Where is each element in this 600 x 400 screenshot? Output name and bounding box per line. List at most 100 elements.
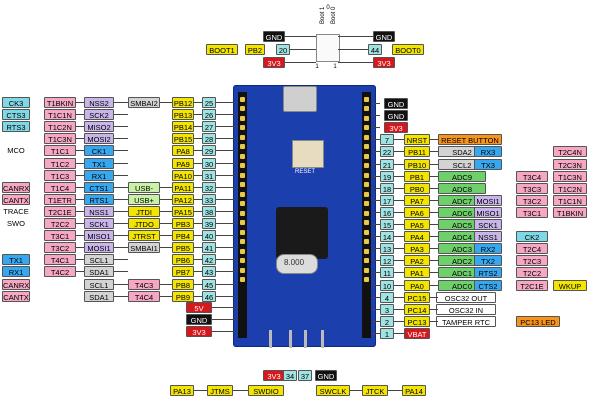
pin-number: 30 bbox=[202, 158, 216, 169]
pin-number: 46 bbox=[202, 291, 216, 302]
timer-label: T2C2 bbox=[516, 267, 548, 278]
alt-func-label: CK3 bbox=[2, 97, 30, 108]
connector-line bbox=[430, 297, 438, 298]
pin-name: PA0 bbox=[404, 280, 430, 291]
connector-line bbox=[194, 259, 202, 260]
pin-number: 31 bbox=[202, 170, 216, 181]
pin-number: 27 bbox=[202, 121, 216, 132]
timer-label: T1C3 bbox=[44, 170, 76, 181]
pin-name: PB13 bbox=[172, 109, 194, 120]
pin-number: 32 bbox=[202, 182, 216, 193]
connector-line bbox=[388, 390, 402, 391]
connector-line bbox=[160, 102, 172, 103]
pin-name: PA8 bbox=[172, 145, 194, 156]
pin-number: 17 bbox=[380, 195, 394, 206]
connector-line bbox=[76, 235, 84, 236]
extra-func-label: USB+ bbox=[128, 194, 160, 205]
comm-label: MOSI2 bbox=[84, 133, 114, 144]
extra-func-label: USB- bbox=[128, 182, 160, 193]
bottom-pin-label: 37 bbox=[298, 370, 312, 381]
comm-label: MOSI1 bbox=[474, 195, 502, 206]
comm-label: RX2 bbox=[474, 243, 502, 254]
connector-line bbox=[194, 102, 202, 103]
pin-number: 29 bbox=[202, 145, 216, 156]
connector-line bbox=[371, 248, 380, 249]
pin-name: PA13 bbox=[170, 385, 194, 396]
connector-line bbox=[216, 296, 238, 297]
pin-name: PC15 bbox=[404, 292, 430, 303]
comm-label: MOSI1 bbox=[84, 242, 114, 253]
connector-line bbox=[114, 187, 128, 188]
connector-line bbox=[216, 102, 238, 103]
pin-number: 42 bbox=[202, 254, 216, 265]
connector-line bbox=[76, 259, 84, 260]
comm-label: RX1 bbox=[84, 170, 114, 181]
alt-func-label: CTS3 bbox=[2, 109, 30, 120]
comm-label: SCK1 bbox=[474, 219, 502, 230]
alt-func-label: TRACE bbox=[3, 207, 29, 216]
pin-number: GND bbox=[384, 110, 408, 121]
pin-name: PA1 bbox=[404, 267, 430, 278]
pin-number: 45 bbox=[202, 279, 216, 290]
gnd-label: GND bbox=[186, 314, 212, 325]
pin-number: 33 bbox=[202, 194, 216, 205]
timer2-label: T2C3N bbox=[553, 159, 587, 170]
connector-line bbox=[76, 247, 84, 248]
connector-line bbox=[160, 247, 172, 248]
connector-line bbox=[76, 211, 84, 212]
connector-line bbox=[194, 235, 202, 236]
comm-label: NSS1 bbox=[474, 231, 502, 242]
pin-name: PA14 bbox=[402, 385, 426, 396]
connector-line bbox=[216, 235, 238, 236]
connector-line bbox=[194, 390, 207, 391]
pin-name: PC13 bbox=[404, 316, 430, 327]
timer-label: T3C2 bbox=[44, 242, 76, 253]
connector-line bbox=[430, 164, 438, 165]
boot1-label: BOOT1 bbox=[206, 44, 238, 55]
timer-label: T2C1E bbox=[44, 206, 76, 217]
connector-line bbox=[194, 187, 202, 188]
pin-number: 44 bbox=[368, 44, 382, 55]
pin-name: PB7 bbox=[172, 266, 194, 277]
connector-line bbox=[114, 235, 128, 236]
connector-line bbox=[430, 236, 438, 237]
pin-number: 7 bbox=[380, 134, 394, 145]
header-pin bbox=[321, 330, 324, 348]
connector-line bbox=[76, 126, 84, 127]
connector-line bbox=[338, 62, 373, 63]
usb-connector bbox=[283, 86, 317, 112]
timer-label: T1C1N bbox=[44, 109, 76, 120]
comm-label: SDA1 bbox=[84, 266, 114, 277]
timer-label: T2C2 bbox=[44, 218, 76, 229]
comm-label: RTS1 bbox=[84, 194, 114, 205]
connector-line bbox=[430, 248, 438, 249]
connector-line bbox=[76, 175, 84, 176]
connector-line bbox=[394, 188, 404, 189]
func-label: OSC32 IN bbox=[436, 304, 496, 315]
comm-label: RTS2 bbox=[474, 267, 502, 278]
crystal: 8.000 bbox=[276, 254, 318, 274]
connector-line bbox=[160, 296, 172, 297]
connector-line bbox=[212, 331, 238, 332]
pin-name: PA11 bbox=[172, 182, 194, 193]
timer-label: T1BKIN bbox=[44, 97, 76, 108]
pin-number: 41 bbox=[202, 242, 216, 253]
alt-func-label: CANRX bbox=[2, 182, 30, 193]
pin-name: PB9 bbox=[172, 291, 194, 302]
connector-line bbox=[290, 49, 316, 50]
pin-name: PB1 bbox=[404, 171, 430, 182]
connector-line bbox=[371, 176, 380, 177]
pin-name: PB6 bbox=[172, 254, 194, 265]
alt-func-label: SWO bbox=[7, 219, 25, 228]
pin-name: PC14 bbox=[404, 304, 430, 315]
connector-line bbox=[194, 247, 202, 248]
connector-line bbox=[371, 309, 380, 310]
comm-label: SCL1 bbox=[84, 279, 114, 290]
extra-func-label: T4C4 bbox=[128, 291, 160, 302]
alt-func-label: CANTX bbox=[2, 194, 30, 205]
connector-line bbox=[216, 284, 238, 285]
connector-line bbox=[76, 102, 84, 103]
pin-number: 2 bbox=[380, 316, 394, 327]
timer-label: T4C2 bbox=[44, 266, 76, 277]
connector-line bbox=[216, 223, 238, 224]
